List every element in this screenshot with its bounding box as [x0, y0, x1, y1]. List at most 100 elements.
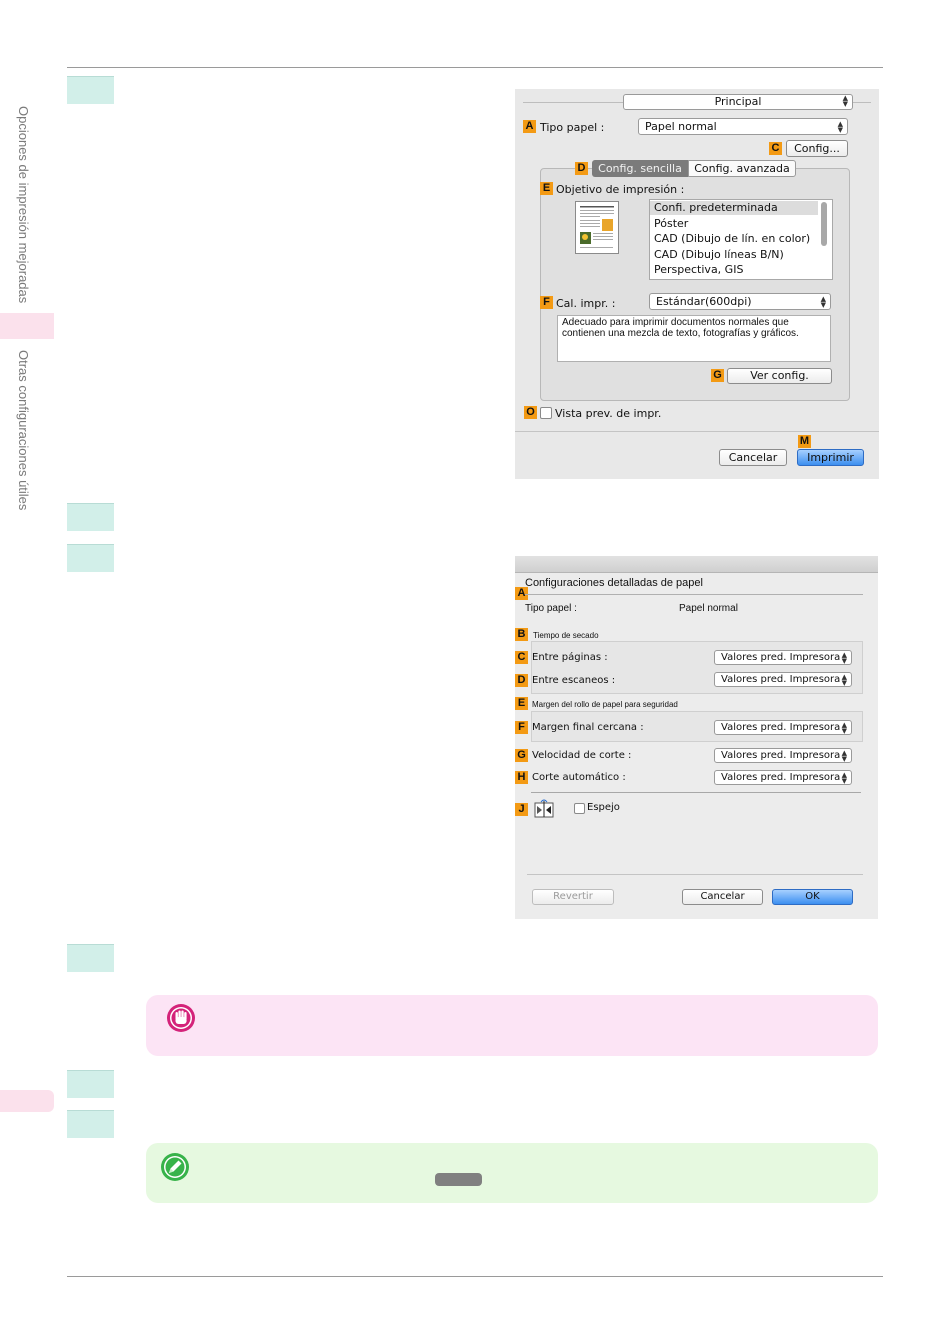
important-note-box: [146, 995, 878, 1056]
print-dialog-screenshot: Principal ▲▼ A Tipo papel : Papel normal…: [515, 89, 879, 479]
entre-paginas-select[interactable]: Valores pred. Impresora ▲▼: [714, 650, 852, 665]
page-reference-button[interactable]: [435, 1173, 482, 1186]
margen-final-label: Margen final cercana :: [532, 722, 644, 733]
separator: [515, 431, 879, 432]
list-scrollbar[interactable]: [821, 202, 827, 246]
margen-section-label: Margen del rollo de papel para seguridad: [532, 700, 678, 709]
cancel-button[interactable]: Cancelar: [682, 889, 763, 905]
step-marker: [67, 544, 114, 572]
list-item[interactable]: CAD (Dibujo líneas B/N): [654, 248, 784, 261]
sidebar-page-tab: [0, 1090, 54, 1112]
badge-m: M: [798, 435, 811, 448]
preview-checkbox[interactable]: [540, 407, 552, 419]
corte-value: Valores pred. Impresora: [721, 772, 841, 783]
badge-c: C: [515, 651, 528, 664]
entre-escaneos-label: Entre escaneos :: [532, 675, 616, 686]
mirror-icon: [534, 798, 554, 818]
pencil-note-graphic: [161, 1153, 189, 1181]
badge-a: A: [523, 120, 536, 133]
tab-config-sencilla[interactable]: Config. sencilla: [592, 160, 688, 177]
dialog-title: Configuraciones detalladas de papel: [525, 577, 703, 589]
tipo-papel-select[interactable]: Papel normal ▲▼: [638, 118, 848, 135]
pencil-note-icon: [160, 1152, 190, 1182]
badge-o: O: [524, 406, 537, 419]
tab-config-avanzada[interactable]: Config. avanzada: [688, 160, 796, 177]
list-item[interactable]: Perspectiva, GIS: [654, 263, 744, 276]
revert-button[interactable]: Revertir: [532, 889, 614, 905]
step-marker: [67, 1110, 114, 1138]
badge-d: D: [515, 674, 528, 687]
step-marker: [67, 503, 114, 531]
cal-impr-value: Estándar(600dpi): [656, 295, 752, 308]
entre-paginas-value: Valores pred. Impresora: [721, 652, 841, 663]
document-preview-icon: [575, 201, 619, 254]
footer-rule: [67, 1276, 883, 1277]
window-titlebar: [515, 556, 878, 573]
separator: [531, 792, 861, 793]
document-preview-graphic: [580, 206, 614, 248]
badge-b: B: [515, 628, 528, 641]
velocidad-value: Valores pred. Impresora: [721, 750, 841, 761]
step-marker: [67, 944, 114, 972]
list-item[interactable]: CAD (Dibujo de lín. en color): [654, 232, 811, 245]
cal-impr-label: Cal. impr. :: [556, 297, 616, 310]
badge-e: E: [515, 697, 528, 710]
cancel-button[interactable]: Cancelar: [719, 449, 787, 466]
badge-j: J: [515, 803, 528, 816]
badge-d: D: [575, 162, 588, 175]
corte-label: Corte automático :: [532, 772, 626, 783]
main-popup[interactable]: Principal ▲▼: [623, 94, 853, 110]
tipo-papel-label: Tipo papel :: [525, 603, 577, 614]
corte-select[interactable]: Valores pred. Impresora ▲▼: [714, 770, 852, 785]
config-button[interactable]: Config...: [786, 140, 848, 157]
preview-label: Vista prev. de impr.: [555, 407, 662, 420]
badge-a: A: [515, 587, 528, 600]
selected-row-highlight: [650, 201, 818, 215]
ver-config-button[interactable]: Ver config.: [727, 368, 832, 384]
badge-e: E: [540, 182, 553, 195]
badge-h: H: [515, 771, 528, 784]
print-button[interactable]: Imprimir: [797, 449, 864, 466]
margen-final-value: Valores pred. Impresora: [721, 722, 841, 733]
list-item[interactable]: Confi. predeterminada: [654, 201, 778, 214]
espejo-checkbox[interactable]: [574, 803, 585, 814]
objetivo-label: Objetivo de impresión :: [556, 183, 685, 196]
mirror-icon-graphic: [534, 799, 554, 818]
step-marker: [67, 1070, 114, 1098]
entre-paginas-label: Entre páginas :: [532, 652, 608, 663]
badge-f: F: [515, 721, 528, 734]
select-arrows-icon: ▲▼: [841, 673, 847, 687]
badge-g: G: [515, 749, 528, 762]
sidebar-tab-active: [0, 313, 54, 339]
ok-button[interactable]: OK: [772, 889, 853, 905]
select-arrows-icon: ▲▼: [837, 120, 843, 134]
paper-details-dialog-screenshot: Configuraciones detalladas de papel A Ti…: [515, 556, 878, 919]
tipo-papel-label: Tipo papel :: [540, 121, 605, 134]
margen-final-select[interactable]: Valores pred. Impresora ▲▼: [714, 720, 852, 735]
secado-section-label: Tiempo de secado: [533, 631, 599, 640]
entre-escaneos-value: Valores pred. Impresora: [721, 674, 841, 685]
sidebar-chapter-title: Otras configuraciones útiles: [16, 350, 31, 511]
step-marker: [67, 76, 114, 104]
cal-impr-select[interactable]: Estándar(600dpi) ▲▼: [649, 293, 831, 310]
badge-g: G: [711, 369, 724, 382]
espejo-label: Espejo: [587, 802, 620, 813]
popup-arrows-icon: ▲▼: [842, 94, 848, 108]
select-arrows-icon: ▲▼: [820, 295, 826, 309]
tipo-papel-value: Papel normal: [679, 603, 738, 614]
badge-f: F: [540, 296, 553, 309]
list-item[interactable]: Póster: [654, 217, 689, 230]
separator: [525, 594, 863, 595]
badge-c: C: [769, 142, 782, 155]
objetivo-list[interactable]: Confi. predeterminada Póster CAD (Dibujo…: [649, 199, 833, 280]
tipo-papel-value: Papel normal: [645, 120, 717, 133]
separator: [527, 874, 863, 875]
select-arrows-icon: ▲▼: [841, 721, 847, 735]
entre-escaneos-select[interactable]: Valores pred. Impresora ▲▼: [714, 672, 852, 687]
velocidad-select[interactable]: Valores pred. Impresora ▲▼: [714, 748, 852, 763]
quality-description: Adecuado para imprimir documentos normal…: [557, 315, 831, 362]
important-hand-icon: [166, 1003, 196, 1033]
main-popup-label: Principal: [714, 95, 762, 108]
important-hand-graphic: [167, 1004, 195, 1032]
select-arrows-icon: ▲▼: [841, 749, 847, 763]
